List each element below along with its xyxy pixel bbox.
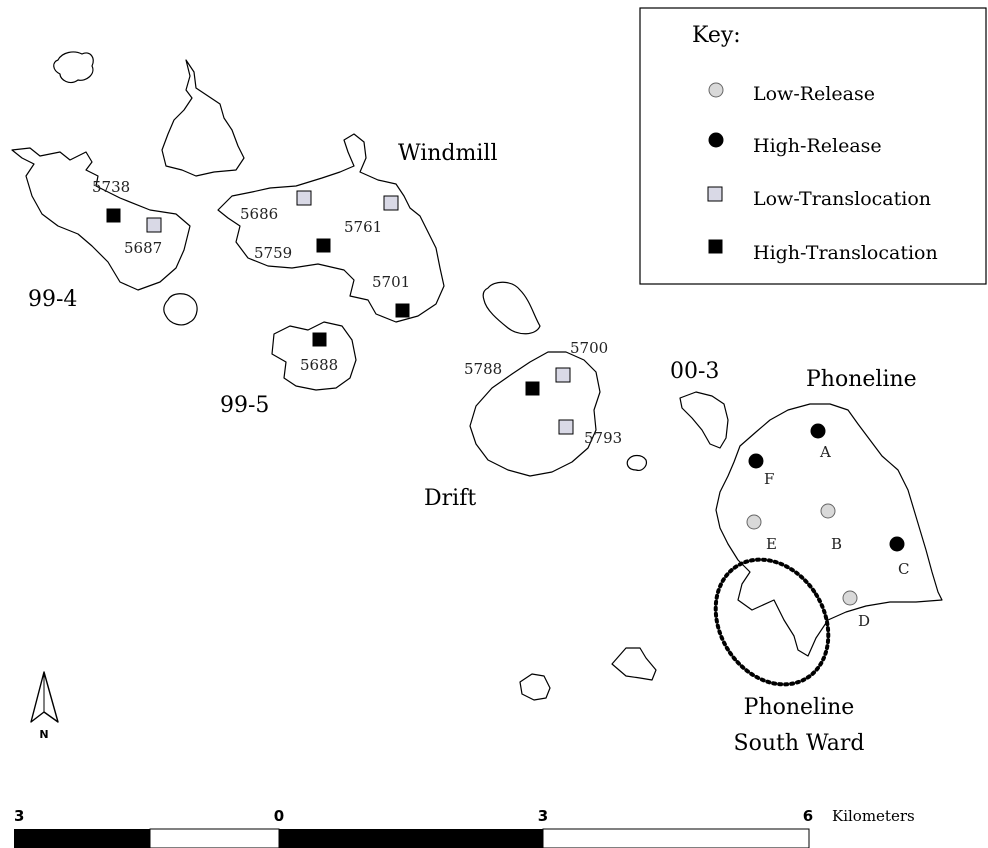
island-00-3: [679, 391, 729, 449]
site-5688-marker: [312, 332, 327, 347]
area-label-south-ward-line2: South Ward: [734, 731, 865, 756]
site-A-marker: [810, 423, 826, 439]
area-label-south-ward-line1: Phoneline: [744, 695, 855, 720]
island-windmill: [217, 133, 445, 323]
south-ward-boundary: [713, 557, 831, 687]
site-5738-marker: [106, 208, 121, 223]
area-label-00-3: 00-3: [670, 359, 719, 384]
site-B-label: B: [831, 535, 842, 553]
map-key: Key: Low-Release High-Release Low-Transl…: [639, 7, 987, 285]
island-small-99-4-south: [163, 293, 198, 326]
scale-bar: 3 0 3 6 Kilometers: [14, 807, 915, 848]
island-phoneline: [715, 403, 943, 657]
site-5759-label: 5759: [254, 244, 292, 262]
island-99-4: [11, 147, 191, 291]
key-low-translocation-symbol: [707, 186, 723, 202]
site-5686-label: 5686: [240, 205, 278, 223]
site-labels: 5738 5687 5686 5761 5759 5701 5688 5700 …: [92, 178, 909, 630]
north-label: N: [39, 728, 48, 741]
site-5688-label: 5688: [300, 356, 338, 374]
area-label-99-4: 99-4: [28, 287, 77, 312]
area-label-phoneline: Phoneline: [806, 367, 917, 392]
scale-segment-1: [14, 829, 150, 848]
key-high-translocation-label: High-Translocation: [753, 242, 938, 264]
site-5701-label: 5701: [372, 273, 410, 291]
site-5700-marker: [555, 367, 571, 383]
area-label-drift: Drift: [424, 486, 476, 511]
site-5793-marker: [558, 419, 574, 435]
scale-segment-4: [542, 828, 810, 848]
key-low-release-label: Low-Release: [753, 83, 875, 105]
site-5686-marker: [296, 190, 312, 206]
island-small-drift-east: [626, 454, 647, 471]
site-B-marker: [820, 503, 836, 519]
scale-tick-left: 3: [14, 807, 24, 825]
key-low-translocation-label: Low-Translocation: [753, 188, 931, 210]
key-title: Key:: [692, 23, 741, 48]
site-5738-label: 5738: [92, 178, 130, 196]
island-drift: [469, 351, 601, 477]
scale-tick-zero: 0: [274, 807, 284, 825]
key-low-release-symbol: [708, 82, 724, 98]
site-5793-label: 5793: [584, 429, 622, 447]
area-label-99-5: 99-5: [220, 393, 269, 418]
area-labels: 99-4 Windmill 99-5 Drift 00-3 Phoneline …: [28, 141, 917, 756]
island-5688: [271, 321, 357, 391]
site-5700-label: 5700: [570, 339, 608, 357]
site-E-label: E: [766, 535, 777, 553]
site-A-label: A: [819, 443, 831, 461]
site-F-marker: [748, 453, 764, 469]
islands: [11, 51, 943, 701]
scale-tick-six: 6: [803, 807, 813, 825]
site-D-label: D: [858, 612, 870, 630]
site-5701-marker: [395, 303, 410, 318]
island-small-south-1: [519, 673, 551, 701]
island-windmill-east: [482, 281, 541, 335]
site-5687-label: 5687: [124, 239, 162, 257]
scale-unit-label: Kilometers: [832, 807, 915, 825]
site-5759-marker: [316, 238, 331, 253]
site-5761-label: 5761: [344, 218, 382, 236]
key-high-release-symbol: [708, 132, 724, 148]
scale-tick-three: 3: [538, 807, 548, 825]
island-small-northwest: [53, 51, 94, 84]
site-5788-marker: [525, 381, 540, 396]
key-box: [639, 7, 987, 285]
site-D-marker: [842, 590, 858, 606]
scale-segment-3: [279, 829, 543, 848]
scale-segment-2: [149, 828, 280, 848]
site-F-label: F: [764, 470, 774, 488]
site-5687-marker: [146, 217, 162, 233]
sites: [106, 190, 905, 606]
key-high-release-label: High-Release: [753, 135, 882, 157]
site-C-label: C: [898, 560, 909, 578]
site-5761-marker: [383, 195, 399, 211]
north-arrow: N: [30, 671, 59, 741]
area-label-windmill: Windmill: [398, 141, 497, 166]
site-C-marker: [889, 536, 905, 552]
island-north-long: [161, 59, 245, 177]
site-5788-label: 5788: [464, 360, 502, 378]
site-E-marker: [746, 514, 762, 530]
island-small-south-2: [611, 647, 657, 681]
key-high-translocation-symbol: [708, 239, 723, 254]
